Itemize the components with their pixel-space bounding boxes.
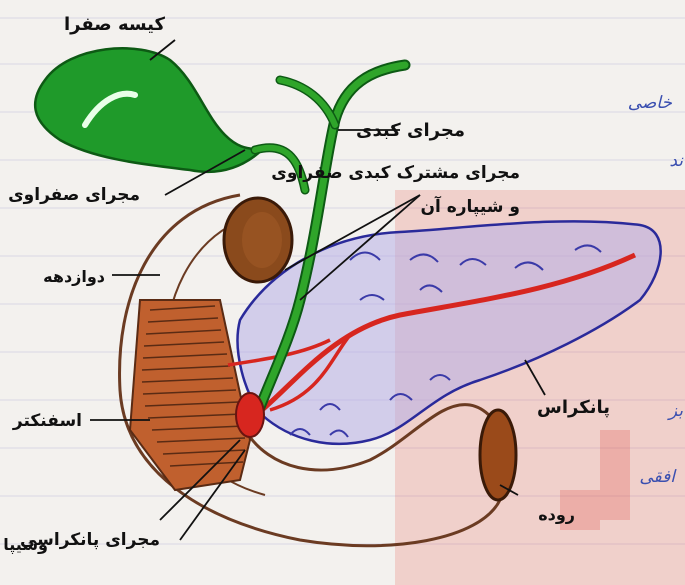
label-hepatic-duct: مجرای کبدی [356,120,465,141]
edge-note-4: افقی [639,467,677,487]
label-gallbladder: کیسه صفرا [64,14,166,35]
gallbladder [35,48,262,172]
label-cystic-duct: مجرای صفراوی [8,185,140,205]
label-pancreatic-duct-suffix: وشیپا [3,535,48,555]
ampulla [236,393,264,437]
label-common-bile-duct-2: و شیپاره آن [420,195,520,217]
duodenum-section-inner [242,212,282,268]
label-common-bile-duct: مجرای مشترک کبدی صفراوی [271,163,520,183]
label-intestine: روده [538,505,575,524]
edge-note-2: ند [669,151,684,171]
edge-note-3: بز [667,401,683,421]
intestine-section [480,410,516,500]
edge-note-1: خاصی [628,93,673,113]
label-duodenum: دوازدهه [43,267,105,286]
label-sphincter: اسفنکتر [12,411,82,431]
label-pancreas: پانکراس [537,397,610,418]
